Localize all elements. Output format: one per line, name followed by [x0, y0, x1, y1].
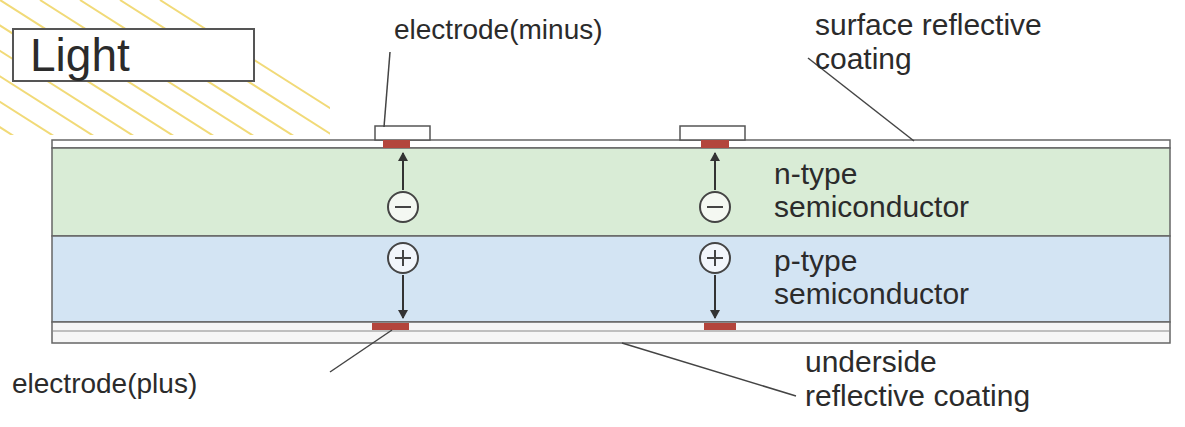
surface-coating: [52, 140, 1170, 148]
part-label: surface reflective coating: [815, 8, 1065, 75]
part-label: electrode(minus): [394, 14, 694, 45]
coating-line: [52, 331, 1170, 332]
contact: [372, 323, 409, 330]
top-electrode: [680, 126, 745, 140]
hole-arrow: [403, 275, 715, 318]
leader-line: [330, 52, 914, 396]
hole-symbol: [388, 243, 730, 273]
part-label: electrode(plus): [12, 368, 322, 399]
contact: [701, 140, 729, 148]
contact: [704, 323, 736, 330]
part-label: underside reflective coating: [805, 345, 1055, 412]
layer-label: n-type semiconductor: [774, 157, 1024, 223]
top-electrode: [375, 126, 430, 140]
light-label: Light: [30, 32, 130, 78]
p-layer-fill: [52, 236, 1170, 322]
underside-coating: [52, 322, 1170, 343]
electron-symbol: [388, 192, 730, 222]
contact: [383, 140, 410, 148]
semiconductor-band: n-type semiconductor: [52, 148, 1170, 236]
n-layer-fill: [52, 148, 1170, 236]
semiconductor-band: p-type semiconductor: [52, 236, 1170, 322]
light-rays: [0, 0, 330, 135]
light-box: Light: [12, 28, 255, 82]
layer-label: p-type semiconductor: [774, 244, 1024, 310]
electron-arrow: [403, 153, 715, 190]
